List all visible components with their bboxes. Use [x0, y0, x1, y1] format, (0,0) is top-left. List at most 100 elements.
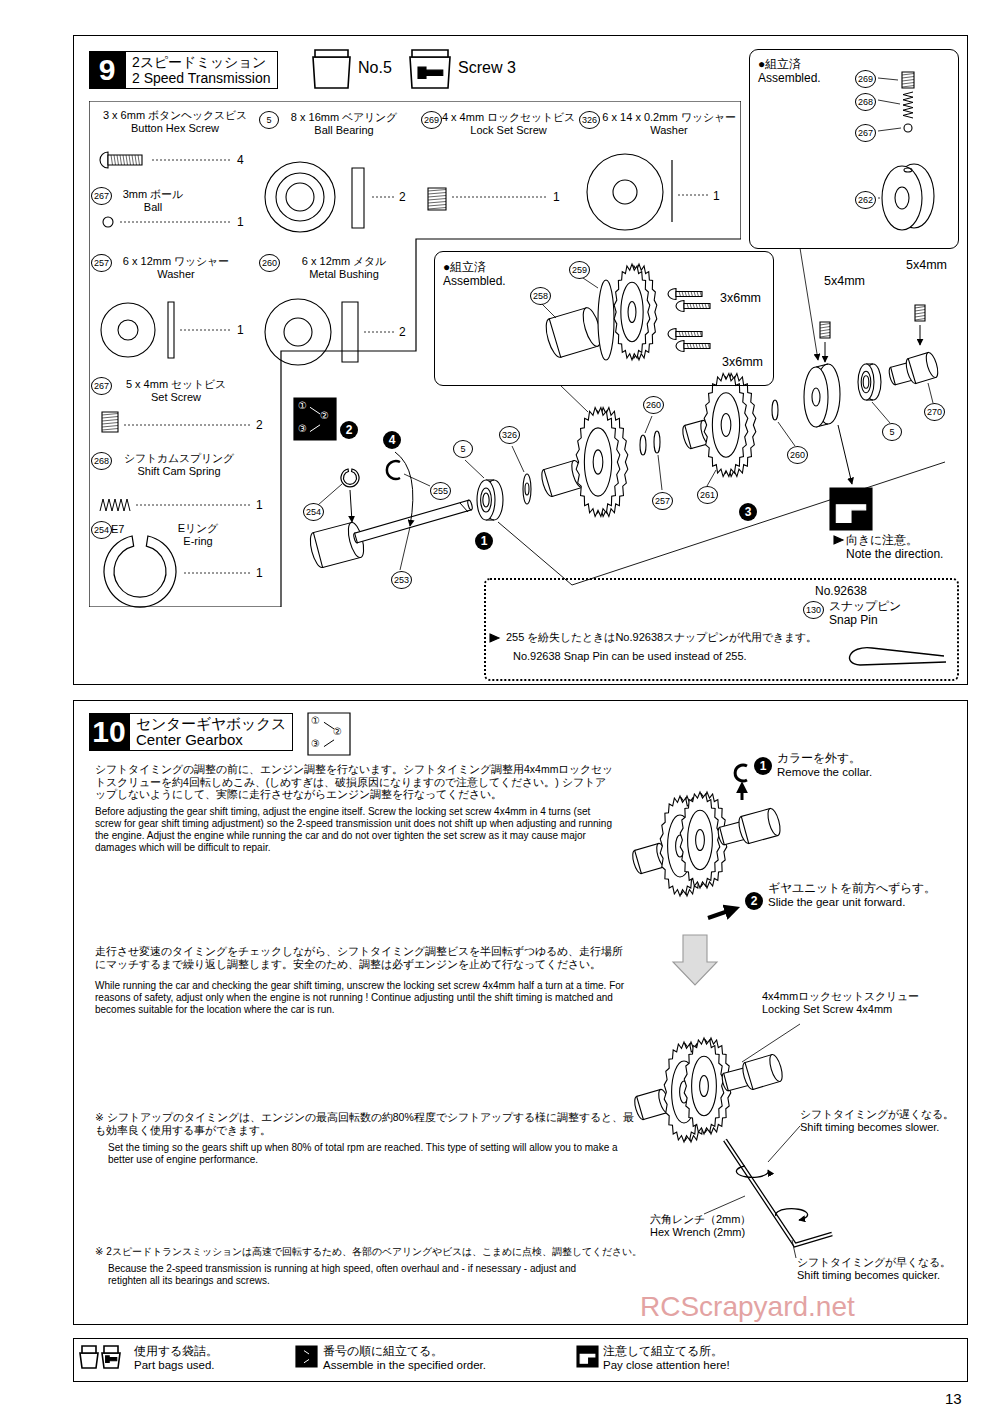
text-line: 1 [553, 190, 560, 204]
text-line: 1 [713, 189, 720, 203]
button-hex-screw [684, 304, 710, 309]
shift-shaft [460, 503, 468, 512]
leader-line [928, 383, 933, 403]
step-frame: 92スピードミッション 2 Speed Transmission3 x 6mm … [73, 35, 968, 685]
text-line: 5 x 4mm セットビス [111, 378, 241, 391]
step-number: 10 [89, 713, 129, 751]
washer [587, 154, 663, 230]
button-hex-screw [691, 292, 693, 297]
set-screw [820, 336, 830, 338]
bag-icon [104, 1346, 118, 1353]
bearing [352, 168, 364, 228]
button-hex-screw [696, 344, 698, 349]
text-line: Remove the collar. [777, 766, 872, 780]
text-line: 1 [237, 215, 244, 229]
text-line: Because the 2-speed transmission is runn… [108, 1263, 608, 1287]
text-line: 267 [858, 125, 873, 141]
metal-bushing [342, 302, 358, 362]
gear [680, 792, 720, 888]
set-screw [915, 316, 925, 318]
text-line: 6 x 12mm ワッシャー [111, 255, 241, 268]
order-icon-digit: ③ [311, 739, 320, 749]
order-icon [294, 398, 336, 440]
callout-number: 326 [579, 111, 600, 129]
parts-list-panel: 3 x 6mm ボタンヘックスビス Button Hex Screw458 x … [89, 101, 741, 607]
bearing [858, 364, 874, 400]
gear [692, 1056, 717, 1116]
text-block: 4 [237, 153, 244, 167]
gear [621, 282, 643, 342]
lock-set-screw [902, 74, 914, 76]
order-icon [310, 425, 320, 432]
text-line: Assembled. [443, 274, 506, 288]
text-line: ※ 2スピードトランスミッションは高速で回転するため、各部のベアリングやビスは、… [95, 1246, 685, 1258]
button-hex-screw [135, 155, 137, 165]
text-line: 向きに注意。 [846, 533, 943, 547]
leader-line [658, 455, 662, 490]
bag-icon [109, 1358, 117, 1361]
callout-number: 267 [855, 124, 876, 142]
set-screw [102, 414, 118, 416]
washer [525, 483, 529, 495]
button-hex-screw [679, 292, 681, 297]
page-number: 13 [945, 1390, 962, 1408]
text-block: 255 を紛失したときはNo.92638スナップピンが代用できます。 [506, 631, 817, 644]
spring [100, 499, 130, 511]
callout-number: 257 [91, 254, 112, 272]
text-block: 4 x 4mm ロックセットビス Lock Set Screw [441, 111, 576, 137]
leader-line [318, 484, 342, 505]
text-line: 3mm ボール [113, 188, 193, 201]
leader-line [645, 416, 652, 433]
order-icon [310, 407, 320, 414]
text-line: 4x4mmロックセットスクリュー [762, 990, 919, 1003]
text-block: Screw 3 [458, 58, 516, 77]
lock-set-screw [902, 72, 914, 88]
text-line: センターギヤボックス [136, 716, 286, 732]
text-line: ③ [311, 739, 320, 749]
button-hex-screw [117, 155, 119, 165]
button-hex-screw [690, 304, 692, 309]
step-title: センターギヤボックス Center Gearbox [129, 713, 293, 751]
snap-pin [850, 648, 946, 665]
callout-number: 268 [91, 452, 112, 470]
leader-line [400, 527, 410, 570]
button-hex-screw [676, 301, 684, 312]
text-block: 3x6mm [722, 355, 763, 370]
step-bullet: 1 [475, 532, 493, 550]
text-line: Screw 3 [458, 58, 516, 77]
callout-number: 260 [643, 396, 664, 414]
text-block: 1 [256, 498, 263, 512]
gear [712, 393, 739, 457]
e-ring [104, 536, 176, 607]
text-line: 3x6mm [720, 291, 761, 306]
button-hex-screw [685, 332, 687, 337]
text-line: ① [298, 401, 307, 411]
text-line: 2 [399, 325, 406, 339]
collar [735, 765, 747, 781]
text-line: E7 [111, 523, 124, 536]
shift-cam [804, 367, 828, 427]
text-block: 走行させ変速のタイミングをチェックしながら、シフトタイミング調整ビスを半回転ずつ… [95, 945, 630, 970]
text-line: ギヤユニットを前方へずらす。 [768, 882, 936, 896]
leader-line [878, 100, 900, 104]
lock-set-screw [902, 83, 914, 85]
text-line: Center Gearbox [136, 732, 286, 748]
gear [584, 428, 611, 496]
text-line: 5 [456, 441, 470, 457]
button-hex-screw [690, 344, 692, 349]
quantity-leader [364, 332, 394, 333]
gear-plate [598, 280, 614, 360]
text-line: ●組立済 [758, 57, 821, 71]
text-line: 255 [433, 483, 448, 499]
shift-cam [895, 187, 909, 209]
callout-number: 5 [259, 111, 279, 129]
text-line: 2スピードミッション [132, 54, 271, 70]
text-line: Metal Bushing [277, 268, 411, 281]
order-icon-digit: ① [311, 716, 320, 726]
button-hex-screw [691, 332, 693, 337]
bag-icon [82, 1346, 96, 1353]
text-line: Lock Set Screw [441, 124, 576, 137]
text-line: 走行させ変速のタイミングをチェックしながら、シフトタイミング調整ビスを半回転ずつ… [95, 945, 630, 970]
text-line: RCScrapyard.net [640, 1290, 855, 1324]
button-hex-screw [697, 292, 699, 297]
